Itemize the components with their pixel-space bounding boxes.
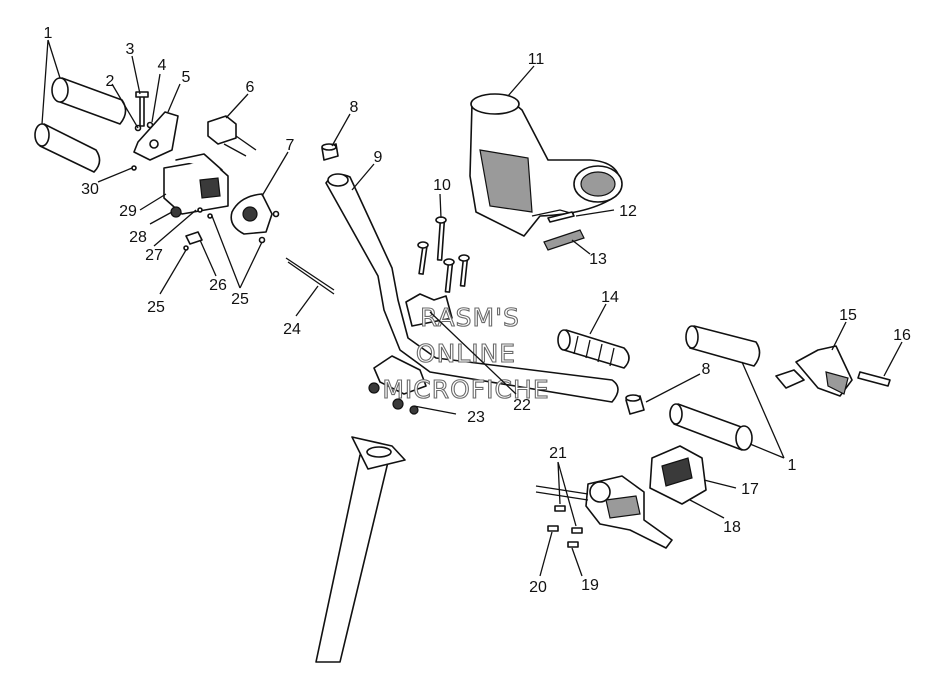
watermark-line-2: ONLINE [416, 339, 516, 368]
hand-grip-upper-left [51, 77, 127, 125]
end-cap-upper [321, 143, 339, 161]
switch-housing-left [163, 153, 229, 215]
callout-2: 2 [106, 73, 115, 90]
handlebar [325, 173, 619, 403]
callout-labels: 1 2 3 4 5 6 7 8 9 10 11 12 13 14 15 16 8… [44, 25, 911, 596]
brake-screws [547, 505, 583, 548]
lower-clamp [368, 355, 427, 415]
watermark-line-3: MICROFICHE [382, 375, 549, 404]
callout-4: 4 [158, 57, 167, 74]
callout-21: 21 [549, 445, 567, 462]
pod-fasteners [543, 211, 585, 251]
callout-20: 20 [529, 579, 547, 596]
housing-cover [230, 193, 280, 244]
pivot-pin [857, 371, 891, 387]
callout-11: 11 [528, 51, 545, 68]
callout-3: 3 [126, 41, 135, 58]
callout-27: 27 [145, 247, 163, 264]
callout-9: 9 [374, 149, 383, 166]
callout-26: 26 [209, 277, 227, 294]
callout-30: 30 [81, 181, 99, 198]
callout-8-upper: 8 [350, 99, 359, 116]
hand-grip-mid [557, 329, 630, 369]
brake-lever-assembly [535, 475, 673, 549]
callout-23: 23 [467, 409, 485, 426]
callout-24: 24 [283, 321, 301, 338]
callout-28: 28 [129, 229, 147, 246]
switch [207, 115, 257, 157]
callout-16: 16 [893, 327, 911, 344]
callout-6: 6 [246, 79, 255, 96]
callout-17: 17 [741, 481, 759, 498]
callout-8-lower: 8 [702, 361, 711, 378]
callout-7: 7 [286, 137, 295, 154]
small-fasteners-left [170, 206, 213, 251]
end-cap-lower [625, 394, 645, 415]
callout-10: 10 [433, 177, 451, 194]
throttle-cable [285, 257, 335, 295]
callout-19: 19 [581, 577, 599, 594]
steering-post [315, 436, 406, 663]
switch-housing-right [649, 445, 707, 505]
callout-29: 29 [119, 203, 137, 220]
handlebar-pod [469, 93, 623, 237]
callout-18: 18 [723, 519, 741, 536]
callout-1-left: 1 [44, 25, 53, 42]
hand-grip-lower-left [34, 123, 101, 173]
callout-25-left: 25 [147, 299, 165, 316]
upper-clamp [405, 293, 453, 327]
callout-1-right: 1 [788, 457, 797, 474]
callout-12: 12 [619, 203, 637, 220]
throttle-lever [775, 345, 853, 397]
callout-25-right: 25 [231, 291, 249, 308]
callout-15: 15 [839, 307, 857, 324]
leader-lines [41, 39, 903, 577]
callout-14: 14 [601, 289, 619, 306]
callout-5: 5 [182, 69, 191, 86]
clamp-bolts [417, 216, 470, 293]
callout-22: 22 [513, 397, 531, 414]
hand-grip-upper-right [685, 325, 761, 367]
watermark: RASM'S ONLINE MICROFICHE [382, 302, 549, 404]
hand-grip-lower-right [669, 403, 753, 451]
callout-13: 13 [589, 251, 607, 268]
